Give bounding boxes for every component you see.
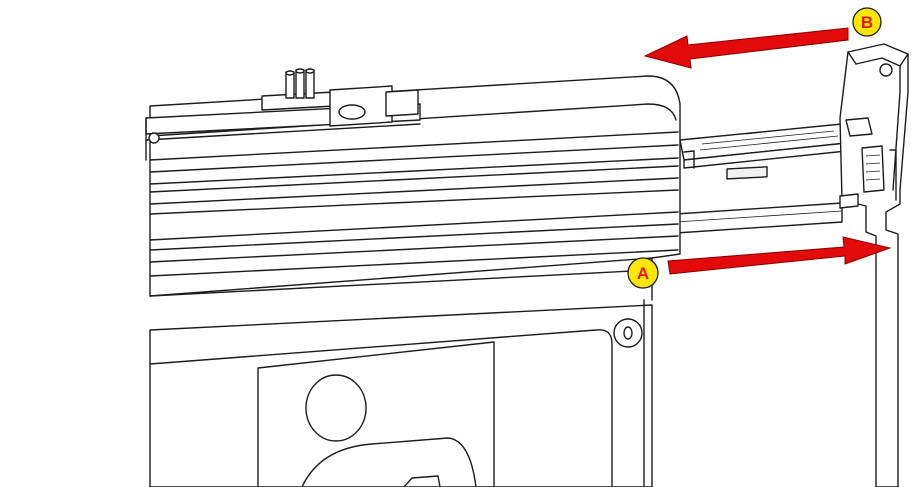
callout-b-label: B (861, 13, 873, 32)
callout-b: B (852, 7, 882, 37)
slide-rail-assembly (675, 122, 857, 234)
arrow-a-direction (667, 236, 892, 275)
arrow-b-direction (643, 27, 849, 69)
slide-connector-block (726, 166, 768, 180)
housing-slot-knob (338, 104, 366, 120)
callout-a-label: A (637, 264, 649, 283)
callout-a: A (627, 257, 659, 289)
housing-body (145, 68, 681, 487)
bracket-hole (879, 63, 893, 77)
face-knob (613, 318, 643, 348)
end-cap-bracket (839, 43, 909, 487)
